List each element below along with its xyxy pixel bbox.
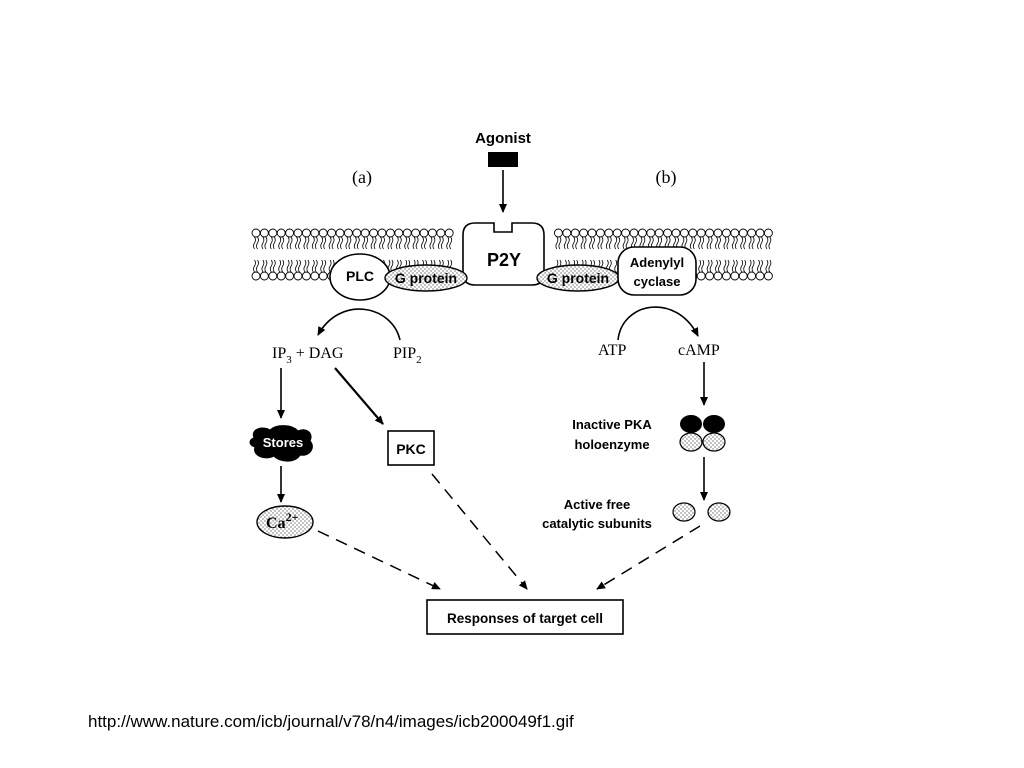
- adenylyl-label-line2: cyclase: [634, 274, 681, 289]
- free-catalytic-subunits: [672, 502, 731, 522]
- stores-label: Stores: [263, 435, 303, 450]
- g-protein-right-label: G protein: [547, 270, 609, 286]
- plc-reaction-arrow: [317, 308, 401, 341]
- ca-to-response-arrow: [317, 530, 441, 590]
- pka-holoenzyme: [679, 415, 726, 452]
- adenylyl-reaction-arrow: [617, 306, 699, 341]
- subunits-to-response-arrow: [596, 525, 701, 590]
- g-protein-right: G protein: [536, 264, 620, 292]
- atp-label: ATP: [598, 342, 627, 359]
- pkc-node: PKC: [387, 430, 435, 466]
- pkc-to-response-arrow: [431, 473, 528, 590]
- pka-label-line1: Inactive PKA: [572, 417, 652, 432]
- adenylyl-cyclase: Adenylyl cyclase: [617, 246, 697, 296]
- responses-label: Responses of target cell: [447, 611, 603, 626]
- agonist-block: [488, 152, 518, 167]
- g-protein-left-label: G protein: [395, 270, 457, 286]
- panel-a-label: (a): [352, 167, 372, 188]
- ip3-dag-label: IP3 + DAG: [272, 345, 344, 366]
- g-protein-left: G protein: [384, 264, 468, 292]
- free-label-line2: catalytic subunits: [542, 516, 652, 531]
- adenylyl-label-line1: Adenylyl: [630, 255, 684, 270]
- p2y-receptor: P2Y: [462, 222, 545, 286]
- pip2-label: PIP2: [393, 345, 422, 366]
- plc-label: PLC: [346, 268, 374, 284]
- stores-node: Stores: [249, 425, 313, 462]
- responses-box: Responses of target cell: [426, 599, 624, 635]
- source-url-caption: http://www.nature.com/icb/journal/v78/n4…: [88, 712, 574, 731]
- pkc-label: PKC: [396, 441, 426, 457]
- calcium-label: Ca2+: [266, 510, 299, 532]
- pka-label-line2: holoenzyme: [574, 437, 649, 452]
- agonist-label: Agonist: [475, 130, 531, 147]
- camp-label: cAMP: [678, 342, 720, 359]
- panel-b-label: (b): [656, 167, 677, 188]
- p2y-label: P2Y: [487, 250, 521, 270]
- free-label-line1: Active free: [564, 497, 630, 512]
- dag-to-pkc-arrow: [334, 367, 384, 425]
- calcium-node: Ca2+: [256, 505, 314, 539]
- plc-enzyme: PLC: [329, 253, 391, 301]
